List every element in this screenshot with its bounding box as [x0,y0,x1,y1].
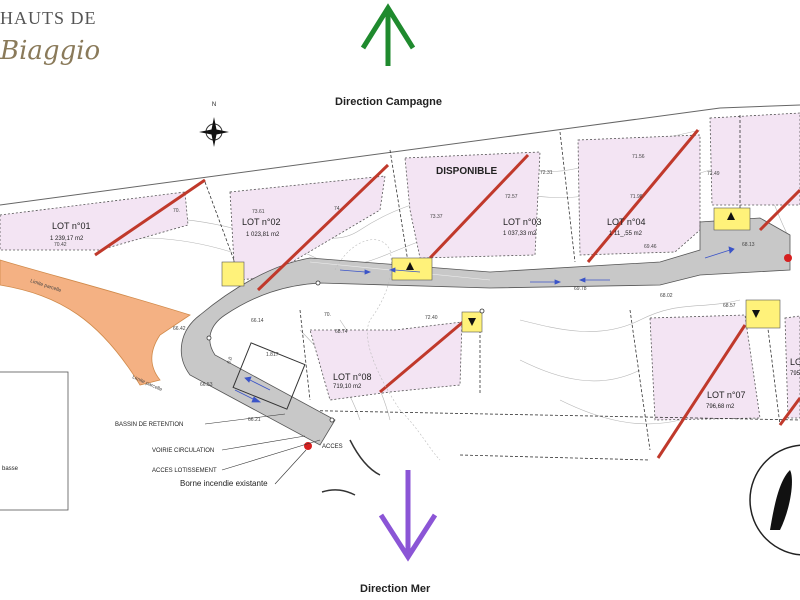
svg-text:66.53: 66.53 [200,382,213,388]
retention-basin: 1.817 0.0 [226,342,306,410]
svg-text:68.57: 68.57 [723,303,736,309]
annotations: BASSIN DE RETENTION VOIRIE CIRCULATION A… [115,413,343,488]
lot-04-name: LOT n°04 [607,217,645,227]
svg-text:70.42: 70.42 [54,242,67,248]
access-label: ACCES [322,444,343,450]
legend-box [0,371,69,511]
brand-logo-icon [749,444,800,556]
svg-text:66.14: 66.14 [251,318,264,324]
svg-text:69.78: 69.78 [574,286,587,292]
svg-text:66.42: 66.42 [173,326,186,332]
svg-text:74.: 74. [334,206,341,212]
direction-north-label: Direction Campagne [335,96,442,108]
north-arrow-icon [360,3,416,66]
svg-text:70.: 70. [173,208,180,214]
svg-text:73.61: 73.61 [252,209,265,215]
lot-02-name: LOT n°02 [242,217,280,227]
traffic-arrows [234,246,735,403]
lot-labels: LOT n°01 1 239,17 m2 LOT n°02 1 023,81 m… [50,166,800,410]
lot-03-area: 1 037,33 m2 [503,231,537,237]
hydrant-annotation: Borne incendie existante [180,479,268,488]
tree-line [334,239,441,461]
svg-text:70.: 70. [324,312,331,318]
svg-text:73.37: 73.37 [430,214,443,220]
svg-text:72.40: 72.40 [425,315,438,321]
svg-text:66.21: 66.21 [248,417,261,423]
lot-06-shape [784,315,800,419]
svg-text:68.02: 68.02 [660,293,673,299]
south-arrow-icon [378,470,438,562]
lot-08-shape [309,321,463,401]
compass-icon: N [199,102,229,147]
lot-04-area: 1 11_,55 m2 [609,231,643,237]
lot-07-shape [649,314,761,421]
road-annotation: VOIRIE CIRCULATION [152,448,214,454]
elevation-readings: 70. 70.42 73.61 74. 72.57 72.31 73.37 71… [54,154,755,423]
svg-text:68.13: 68.13 [742,242,755,248]
svg-text:68.74: 68.74 [335,329,348,335]
svg-text:72.49: 72.49 [707,171,720,177]
svg-text:1.817: 1.817 [266,352,279,358]
brand-script: Biaggio [0,36,101,66]
lot-08-name: LOT n°08 [333,372,371,382]
lot-06-name: LOT n°0 [790,357,800,367]
yellow-spot-markers [406,212,760,326]
lot-shapes [0,112,800,421]
lot-05-shape [709,112,800,206]
lot-08-area: 719,10 m2 [333,384,362,390]
lot-03-name: LOT n°03 [503,217,541,227]
lot-06-area: 795 [790,371,800,377]
access-lot-annotation: ACCES LOTISSEMENT [152,468,217,474]
lot-01-area: 1 239,17 m2 [50,236,84,242]
fence-lines [94,129,800,459]
available-label: DISPONIBLE [436,166,497,177]
lot-07-area: 796,68 m2 [706,404,735,410]
svg-text:71.98: 71.98 [630,194,643,200]
parcel-boundary-top [0,107,721,206]
svg-text:71.56: 71.56 [632,154,645,160]
lot-outlines [204,115,800,461]
brand-top: HAUTS DE [0,8,97,28]
access-curve [349,439,381,476]
compass-n-label: N [212,102,216,108]
lot-01-name: LOT n°01 [52,221,90,231]
lot-01-shape [0,191,189,251]
legend-basse: basse [2,466,19,472]
svg-text:0.0: 0.0 [226,356,234,365]
parcel-boundary-strip [0,259,191,386]
lot-02-area: 1 023,81 m2 [246,232,280,238]
access-point-icon [784,254,792,262]
svg-text:72.57: 72.57 [505,194,518,200]
direction-south-label: Direction Mer [360,583,431,595]
basin-annotation: BASSIN DE RETENTION [115,422,183,428]
lot-07-name: LOT n°07 [707,390,745,400]
hydrant-icon [304,442,312,450]
svg-text:69.46: 69.46 [644,244,657,250]
svg-text:72.31: 72.31 [540,170,553,176]
